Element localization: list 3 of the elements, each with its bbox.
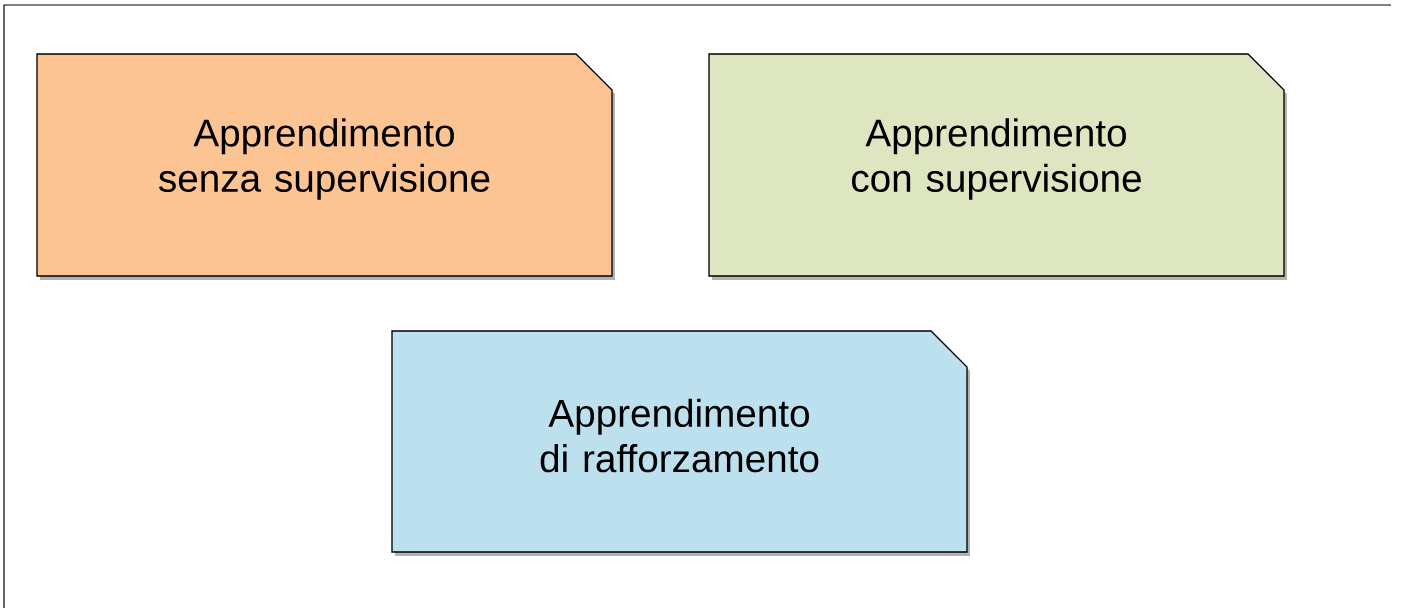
process-box: Apprendimento con supervisione — [708, 53, 1287, 280]
process-box: Apprendimento senza supervisione — [36, 53, 615, 280]
process-box: Apprendimento di rafforzamento — [391, 330, 970, 556]
